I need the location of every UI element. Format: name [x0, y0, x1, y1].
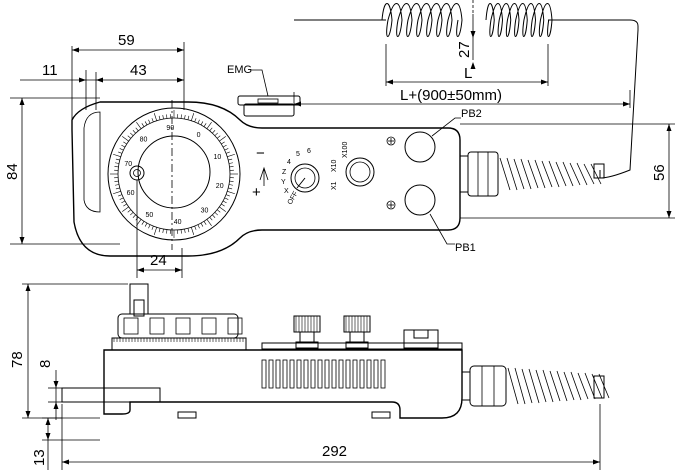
- connector-side: [469, 365, 507, 407]
- cable-coil-right: [485, 3, 553, 37]
- crank-handle-side: [129, 283, 149, 315]
- dial-number: 50: [146, 212, 154, 219]
- mult-knob-side: [343, 315, 371, 349]
- dial-number: 70: [124, 161, 132, 168]
- dim-56: 56: [651, 164, 668, 181]
- dim-84: 84: [4, 163, 21, 180]
- dial-number: 10: [214, 154, 222, 161]
- dim-78: 78: [9, 351, 26, 368]
- dial-number: 20: [216, 183, 224, 190]
- dim-11: 11: [42, 62, 58, 79]
- screw-top: [386, 136, 396, 146]
- dial-number: 40: [174, 219, 182, 226]
- dim-24: 24: [150, 252, 167, 269]
- cable-connector: [459, 151, 499, 197]
- emg-label: EMG: [227, 64, 252, 76]
- dial-numbers: 0 10 20 30 40 50 60 70 80 90: [124, 125, 223, 226]
- screw-bottom: [386, 200, 396, 210]
- mult-label-x100: X100: [342, 142, 349, 158]
- dial-number: 60: [127, 190, 135, 197]
- axis-label-z: Z: [282, 169, 287, 176]
- cable-spring-top: [499, 157, 605, 191]
- handwheel-knurl: [123, 317, 243, 335]
- dim-13: 13: [31, 449, 48, 466]
- dim-59: 59: [118, 32, 135, 49]
- direction-arrow: [259, 166, 269, 186]
- dim-L: L: [464, 65, 472, 82]
- pb2-label: PB2: [461, 108, 482, 120]
- dim-292: 292: [322, 443, 347, 460]
- dial-number: 90: [166, 125, 174, 132]
- top-dimensions: 59 11 43 84 24 27 L: [4, 14, 675, 278]
- dial-number: 0: [197, 132, 201, 139]
- dial-number: 30: [201, 208, 209, 215]
- emg-button: [237, 95, 301, 117]
- pb1-label: PB1: [455, 242, 476, 254]
- axis-label-y: Y: [281, 179, 286, 186]
- dim-L-plus: L+(900±50mm): [400, 87, 502, 104]
- plus-sign: +: [252, 184, 261, 201]
- dim-8: 8: [37, 360, 54, 368]
- dial-outer-ring: [107, 107, 241, 241]
- hanging-slot: [83, 111, 101, 213]
- mult-label-x10: X10: [331, 159, 338, 172]
- pb1-button: [404, 184, 436, 216]
- axis-selector: [290, 163, 320, 193]
- grip-ribs: [261, 359, 386, 389]
- cable-coil-left: [381, 3, 463, 37]
- axis-label-5: 5: [296, 151, 300, 158]
- axis-selector-knob: [290, 163, 320, 193]
- dial-number: 80: [140, 136, 148, 143]
- hanging-lip: [61, 387, 161, 403]
- axis-label-x: X: [284, 188, 289, 195]
- dial-ticks: [110, 110, 238, 238]
- cable-line: [548, 19, 639, 179]
- cable-spring-side: [507, 367, 610, 405]
- pb2-button: [404, 131, 436, 163]
- minus-sign: −: [256, 145, 265, 162]
- side-dimensions: 78 8 13 292: [9, 283, 601, 470]
- axis-knob-side: [293, 315, 321, 349]
- multiplier-selector-knob: [345, 157, 375, 187]
- dim-43: 43: [130, 62, 147, 79]
- button-housing-side: [403, 329, 439, 349]
- axis-label-6: 6: [307, 148, 311, 155]
- side-view: [61, 283, 610, 419]
- handwheel-knob: [137, 135, 211, 209]
- mult-label-x1: X1: [331, 181, 338, 190]
- axis-label-4: 4: [287, 159, 291, 166]
- dim-27: 27: [456, 41, 473, 58]
- multiplier-selector: [345, 157, 375, 187]
